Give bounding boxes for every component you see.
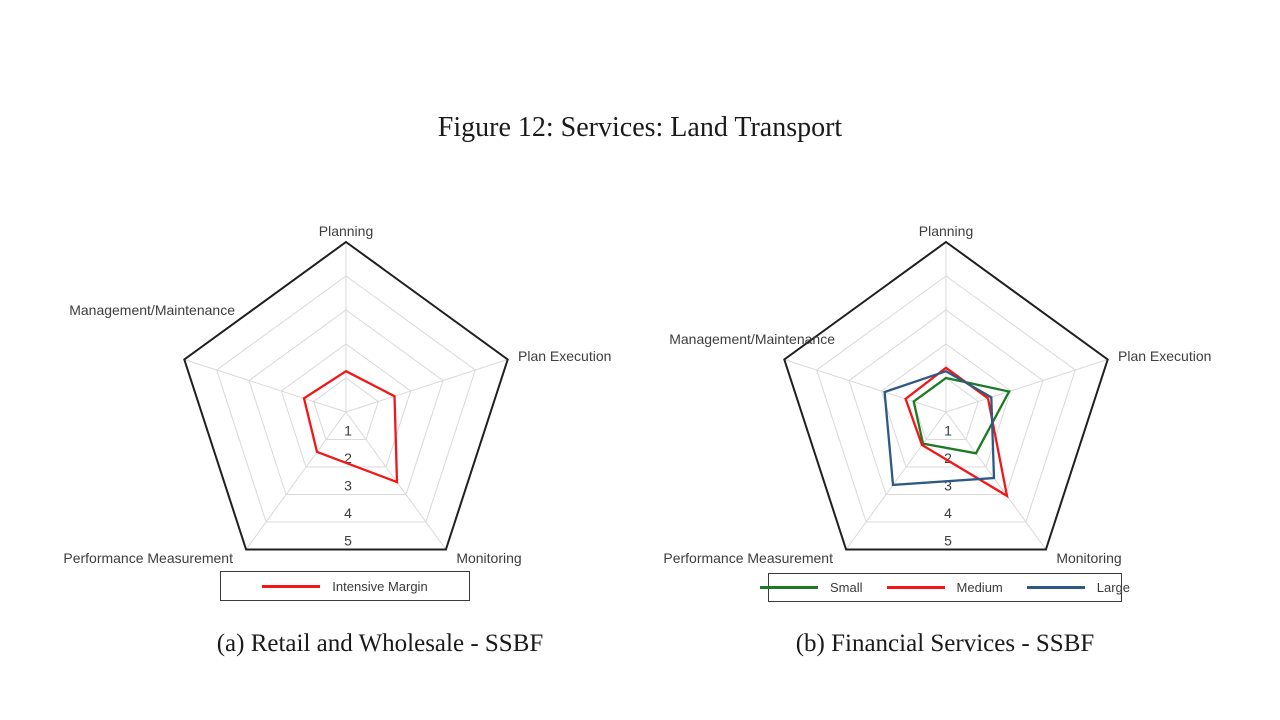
radar-spoke-management-maintenance xyxy=(184,359,347,413)
radar-outer-ring xyxy=(183,240,509,551)
axis-label-plan-execution: Plan Execution xyxy=(518,348,611,364)
tick-label-3: 3 xyxy=(344,478,352,494)
radar-grid-ring-4 xyxy=(816,275,1076,523)
tick-label-1: 1 xyxy=(344,423,352,439)
axis-label-plan-execution: Plan Execution xyxy=(1118,348,1211,364)
radar-spoke-performance-measurement xyxy=(245,411,347,550)
legend-label-medium: Medium xyxy=(956,580,1003,595)
tick-label-4: 4 xyxy=(344,505,352,521)
axis-label-monitoring: Monitoring xyxy=(1056,550,1121,566)
legend-label-small: Small xyxy=(830,580,863,595)
legend-item-large: Large xyxy=(1026,580,1131,595)
radar-grid-ring-3 xyxy=(248,309,444,495)
axis-label-planning: Planning xyxy=(919,223,974,239)
caption-panel-b: (b) Financial Services - SSBF xyxy=(795,630,1095,657)
axis-label-performance-measurement: Performance Measurement xyxy=(663,550,833,566)
legend-label-intensive-margin: Intensive Margin xyxy=(332,578,428,594)
radar-spoke-management-maintenance xyxy=(784,359,947,413)
radar-spoke-performance-measurement xyxy=(845,411,947,550)
legend-line-swatch-medium xyxy=(886,586,945,589)
series-polygon-intensive-margin xyxy=(302,369,399,484)
legend-intensive-margin: Intensive Margin xyxy=(220,571,470,601)
legend-item-intensive-margin: Intensive Margin xyxy=(262,578,428,594)
axis-label-performance-measurement: Performance Measurement xyxy=(63,550,233,566)
tick-label-4: 4 xyxy=(944,505,952,521)
radar-spoke-plan-execution xyxy=(345,359,508,413)
radar-grid-ring-1 xyxy=(313,377,379,440)
legend-size-groups: Small Medium Large xyxy=(760,573,1130,602)
tick-label-5: 5 xyxy=(344,533,352,549)
axis-label-management-maintenance: Management/Maintenance xyxy=(669,331,835,347)
legend-item-medium: Medium xyxy=(886,580,1003,595)
radar-spoke-monitoring xyxy=(945,411,1047,550)
series-polygon-small xyxy=(912,376,1011,455)
radar-grid-ring-3 xyxy=(848,309,1044,495)
radar-grid-ring-4 xyxy=(216,275,476,523)
tick-label-1: 1 xyxy=(944,423,952,439)
radar-grid-ring-2 xyxy=(880,343,1012,468)
legend-line-swatch-small xyxy=(760,586,818,589)
radar-spoke-plan-execution xyxy=(945,359,1108,413)
series-polygon-large xyxy=(883,369,996,487)
caption-panel-a: (a) Retail and Wholesale - SSBF xyxy=(216,630,544,657)
series-polygon-medium xyxy=(904,366,1009,499)
legend-item-small: Small xyxy=(760,580,863,595)
radar-outer-ring xyxy=(783,240,1109,551)
tick-label-5: 5 xyxy=(944,533,952,549)
legend-line-swatch-large xyxy=(1026,586,1085,589)
axis-label-monitoring: Monitoring xyxy=(456,550,521,566)
axis-label-planning: Planning xyxy=(319,223,374,239)
radar-grid-ring-2 xyxy=(280,343,412,468)
legend-line-swatch-intensive-margin xyxy=(262,584,321,588)
figure-title: Figure 12: Services: Land Transport xyxy=(437,112,843,143)
axis-label-management-maintenance: Management/Maintenance xyxy=(69,302,235,318)
legend-label-large: Large xyxy=(1096,580,1131,595)
